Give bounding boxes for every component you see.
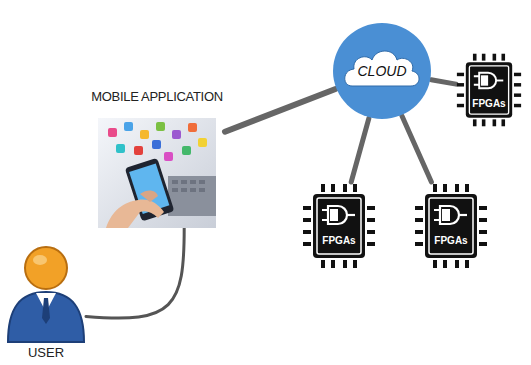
fpga-chip: FPGAs [414,182,488,270]
connector-line [431,80,456,84]
app-picture-holder [98,118,216,228]
cloud-node: CLOUD [332,22,432,120]
user-icon [4,242,88,362]
connector-line [86,228,184,318]
connector-line [402,116,431,182]
fpga-chip: FPGAs [456,52,522,128]
chip-label: FPGAs [456,98,522,109]
user-node: USER [4,242,88,362]
fpga-chip-symbol [456,52,522,128]
fpga-chip: FPGAs [302,182,376,270]
fpga-chip-symbol [302,182,376,270]
cloud-label: CLOUD [332,63,432,79]
user-label: USER [4,345,88,360]
connector-line [225,89,335,132]
mobile-app-picture [98,118,216,228]
chip-label: FPGAs [414,235,488,246]
chip-label: FPGAs [302,235,376,246]
app-heading: MOBILE APPLICATION [89,88,225,106]
connector-line [351,118,369,182]
fpga-chip-symbol [414,182,488,270]
mobile-app: MOBILE APPLICATION [89,88,225,228]
